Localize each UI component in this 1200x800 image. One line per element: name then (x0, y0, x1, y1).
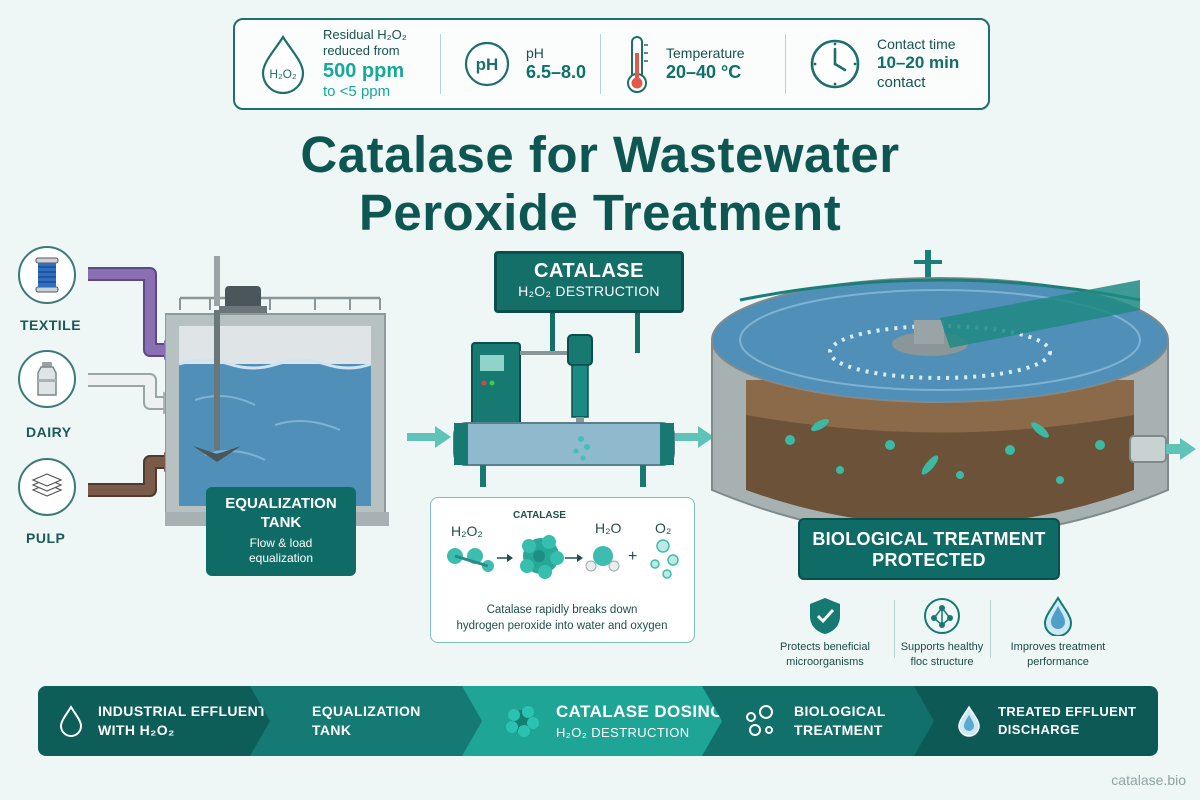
source-textile (18, 246, 76, 304)
h2o2-molecule-icon (447, 548, 494, 572)
step-3-line1: CATALASE DOSING (556, 701, 724, 721)
reaction-diagram (447, 535, 679, 579)
benefit-performance-line2: performance (1027, 655, 1089, 668)
drop-icon (958, 705, 980, 737)
bio-card-line2: PROTECTED (872, 550, 986, 570)
microbe-network-icon (924, 598, 960, 634)
step-4-line1: BIOLOGICAL (794, 703, 886, 720)
stat-ph: pH pH 6.5–8.0 (440, 20, 600, 108)
title-line1: Catalase for Wastewater (300, 126, 900, 183)
page-title: Catalase for Wastewater Peroxide Treatme… (0, 126, 1200, 241)
source-dairy-label: DAIRY (26, 424, 72, 440)
stat-ph-label: pH (526, 44, 544, 61)
title-line2: Peroxide Treatment (358, 183, 842, 241)
step-5-line2: DISCHARGE (998, 722, 1080, 737)
reaction-caption-line1: Catalase rapidly breaks down (486, 604, 638, 616)
shield-check-icon (810, 598, 840, 634)
reaction-product-water: H₂O (595, 520, 622, 536)
source-textile-label: TEXTILE (20, 317, 82, 333)
svg-text:pH: pH (476, 55, 499, 74)
process-band: INDUSTRIAL EFFLUENT WITH H₂O₂ EQUALIZATIO… (38, 686, 1158, 756)
stat-residual-value: 500 ppm (323, 59, 405, 82)
equalization-sub-line1: Flow & load (249, 535, 313, 550)
watermark: catalase.bio (1111, 772, 1186, 788)
reaction-reactant: H₂O₂ (451, 523, 483, 539)
benefit-floc-line1: Supports healthy (900, 641, 984, 654)
milk-can-icon (37, 362, 57, 396)
stat-residual-line2: reduced from (323, 43, 400, 58)
stat-contact-line3: contact (877, 73, 926, 91)
step-1-line1: INDUSTRIAL EFFLUENT (98, 703, 268, 720)
benefit-protects: Protects beneficial microorganisms (760, 596, 890, 669)
benefit-floc-line2: floc structure (910, 655, 974, 668)
dosing-station (453, 313, 675, 487)
source-pulp-label: PULP (26, 530, 66, 546)
benefit-floc: Supports healthy floc structure (878, 596, 1006, 669)
flow-arrow-2 (670, 426, 714, 448)
step-2-line1: EQUALIZATION (312, 703, 421, 720)
stat-ph-value: 6.5–8.0 (526, 61, 587, 82)
step-equalization: EQUALIZATION TANK (250, 686, 484, 756)
water-drop-icon (1043, 596, 1073, 637)
step-industrial-effluent: INDUSTRIAL EFFLUENT WITH H₂O₂ (38, 686, 272, 756)
step-1-line2: WITH H₂O₂ (98, 722, 175, 738)
step-treated-effluent: TREATED EFFLUENT DISCHARGE (914, 686, 1158, 756)
clock-icon (810, 39, 860, 89)
thread-spool-icon (35, 257, 59, 293)
equalization-sub-line2: equalization (248, 551, 314, 566)
benefit-divider-1 (894, 600, 895, 658)
reaction-caption-line2: hydrogen peroxide into water and oxygen (456, 620, 668, 633)
equalization-tank (165, 256, 389, 526)
thermometer-icon (627, 36, 648, 93)
stat-temperature-value: 20–40 °C (666, 61, 742, 82)
benefit-protects-line2: microorganisms (786, 655, 864, 668)
catalase-sign: CATALASE H₂O₂ DESTRUCTION (494, 251, 684, 313)
ph-icon: pH (464, 41, 510, 87)
catalase-molecule-icon (506, 706, 539, 737)
stat-temperature-label: Temperature (666, 44, 745, 61)
bubbles-icon (746, 705, 773, 736)
svg-text:H₂O₂: H₂O₂ (269, 67, 297, 81)
catalase-enzyme-icon (520, 535, 564, 579)
benefit-performance: Improves treatment performance (994, 596, 1122, 669)
step-4-line2: TREATMENT (794, 722, 883, 738)
h2o2-drop-icon: H₂O₂ (261, 34, 305, 94)
benefit-performance-line1: Improves treatment (1010, 641, 1106, 654)
equalization-title-line2: TANK (260, 513, 302, 531)
step-biological: BIOLOGICAL TREATMENT (702, 686, 936, 756)
oxygen-bubbles-icon (650, 539, 679, 579)
stats-bar: H₂O₂ Residual H₂O₂ reduced from 500 ppm … (233, 18, 990, 110)
bio-card-line1: BIOLOGICAL TREATMENT (812, 529, 1046, 549)
reaction-panel: CATALASE H₂O₂ H₂O O₂ + Catalase rapidl (430, 497, 695, 643)
paper-stack-icon (31, 473, 63, 497)
step-catalase-dosing: CATALASE DOSING H₂O₂ DESTRUCTION (462, 686, 724, 756)
reaction-product-oxygen: O₂ (655, 520, 672, 536)
stat-contact-time: Contact time 10–20 min contact (785, 20, 988, 108)
biological-tank (711, 250, 1196, 539)
reaction-plus: + (628, 548, 638, 565)
stat-residual-h2o2: H₂O₂ Residual H₂O₂ reduced from 500 ppm … (235, 20, 440, 108)
stat-contact-label: Contact time (877, 36, 956, 53)
catalase-sign-line1: CATALASE (534, 260, 644, 282)
reaction-caption: Catalase rapidly breaks down hydrogen pe… (431, 602, 693, 634)
drop-outline-icon (59, 705, 83, 737)
stat-residual-line1: Residual H₂O₂ (323, 27, 407, 43)
stat-contact-value: 10–20 min (877, 53, 960, 73)
water-molecule-icon (585, 546, 620, 572)
bio-card: BIOLOGICAL TREATMENT PROTECTED (798, 518, 1060, 580)
step-2-line2: TANK (312, 722, 352, 738)
equalization-title-line1: EQUALIZATION (225, 495, 337, 512)
source-pulp (18, 458, 76, 516)
stat-temperature: Temperature 20–40 °C (600, 20, 785, 108)
benefit-protects-line1: Protects beneficial (780, 641, 870, 654)
benefit-divider-2 (990, 600, 991, 658)
stat-residual-line3: to <5 ppm (323, 82, 391, 100)
equalization-card: EQUALIZATION TANK Flow & load equalizati… (206, 487, 356, 576)
flow-arrow-1 (407, 426, 451, 448)
step-3-line2: H₂O₂ DESTRUCTION (556, 724, 690, 740)
catalase-sign-line2: H₂O₂ DESTRUCTION (518, 283, 660, 299)
step-5-line1: TREATED EFFLUENT (998, 704, 1137, 720)
reaction-enzyme-label: CATALASE (513, 510, 566, 521)
source-dairy (18, 350, 76, 408)
